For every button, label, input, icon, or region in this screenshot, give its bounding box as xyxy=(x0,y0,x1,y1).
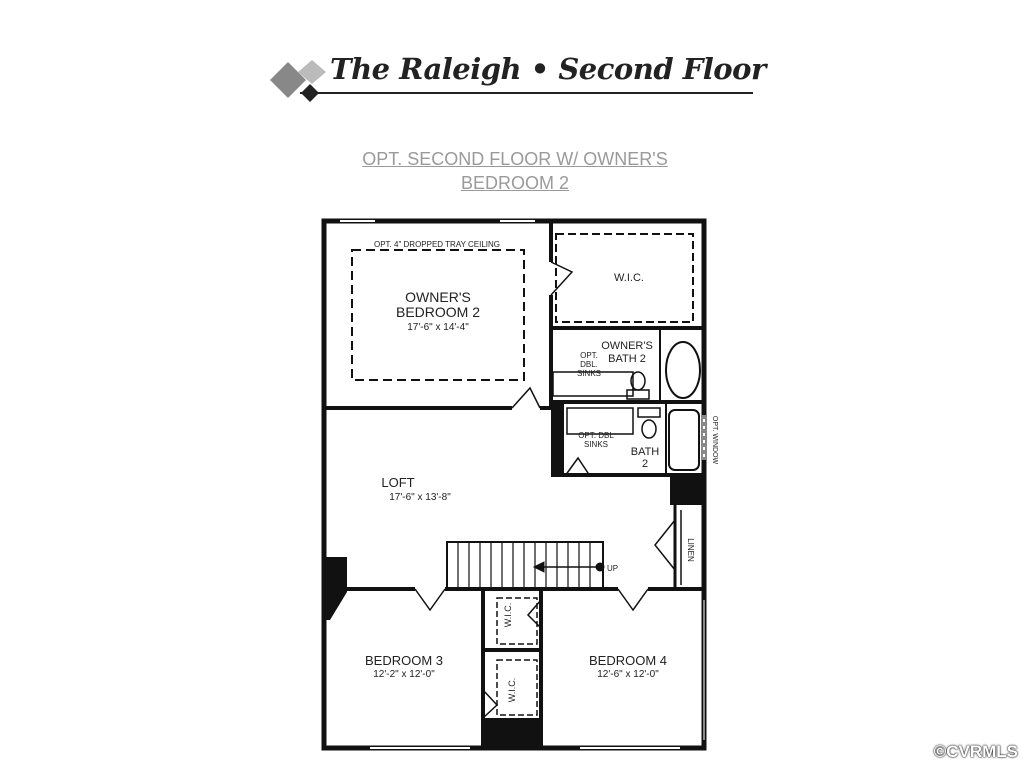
plan-subtitle-2: BEDROOM 2 xyxy=(460,173,570,193)
logo-diamonds-icon xyxy=(270,60,326,102)
tray-ceiling-outline xyxy=(351,249,525,381)
linen-label: LINEN xyxy=(686,538,695,562)
owners-bedroom-label-2: BEDROOM 2 xyxy=(396,304,480,320)
stairs-up-label: UP xyxy=(607,564,618,573)
plan-title: The Raleigh • Second Floor xyxy=(330,52,766,86)
owners-bedroom-label: OWNER'S xyxy=(405,289,471,305)
owners-bedroom-size: 17'-6" x 14'-4" xyxy=(407,322,469,333)
room-labels: OPT. 4" DROPPED TRAY CEILING OWNER'S BED… xyxy=(351,240,718,703)
bedroom4-label: BEDROOM 4 xyxy=(589,653,667,668)
title-underline xyxy=(300,92,753,94)
owners-bath-label-2: BATH 2 xyxy=(608,353,646,365)
loft-size: 17'-6" x 13'-8" xyxy=(389,492,451,503)
watermark: ©CVRMLS xyxy=(933,742,1018,761)
opt-sinks-label: SINKS xyxy=(584,440,608,449)
plan-subtitle: OPT. SECOND FLOOR W/ OWNER'S xyxy=(362,149,668,169)
bath2-label-2: 2 xyxy=(642,458,648,470)
opt-sinks-label: OPT. DBL xyxy=(578,431,614,440)
wic-owner-label: W.I.C. xyxy=(614,272,644,284)
opt-sinks-label: OPT. xyxy=(580,351,598,360)
bath2-label: BATH xyxy=(631,446,660,458)
loft-label: LOFT xyxy=(381,475,414,490)
opt-sinks-label: DBL. xyxy=(580,360,598,369)
bedroom4-size: 12'-6" x 12'-0" xyxy=(597,669,659,680)
stair-treads xyxy=(457,542,591,588)
owners-bath-label: OWNER'S xyxy=(601,340,653,352)
bedroom3-size: 12'-2" x 12'-0" xyxy=(373,669,435,680)
tray-ceiling-label: OPT. 4" DROPPED TRAY CEILING xyxy=(374,240,500,249)
opt-window-label: OPT. WINDOW xyxy=(711,416,718,465)
opt-sinks-label: SINKS xyxy=(577,369,601,378)
wic-bedroom3-label-2: W.I.C. xyxy=(507,678,517,703)
walls xyxy=(321,218,707,751)
wic-bedroom3-label: W.I.C. xyxy=(503,603,513,628)
bedroom3-label: BEDROOM 3 xyxy=(365,653,443,668)
